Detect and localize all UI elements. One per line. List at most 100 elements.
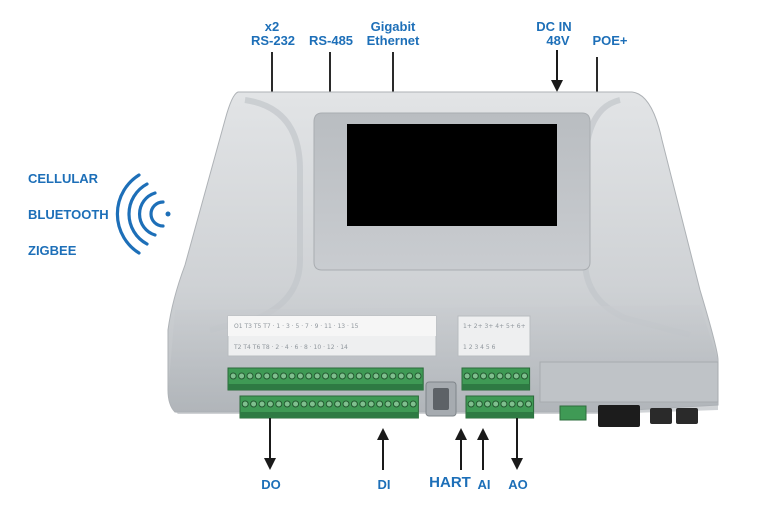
terminal-screw — [397, 372, 405, 380]
ao-label: AO — [508, 477, 528, 492]
terminal-screw — [488, 372, 496, 380]
terminal-screw — [313, 372, 321, 380]
svg-text:T2 T4 T6 T8 · 2 · 4 · 6 · 8 ·: T2 T4 T6 T8 · 2 · 4 · 6 · 8 · 10 · 12 · … — [233, 344, 348, 351]
terminal-screw — [254, 372, 262, 380]
di-label: DI — [377, 477, 391, 492]
digital-terminal-row-top — [227, 367, 424, 391]
terminal-screw — [250, 400, 258, 408]
terminal-screw — [229, 372, 237, 380]
terminal-screw — [334, 400, 342, 408]
terminal-screw — [516, 400, 524, 408]
terminal-screw — [384, 400, 392, 408]
terminal-screw — [322, 372, 330, 380]
ai-label: AI — [477, 477, 491, 492]
do-arrow — [264, 418, 276, 470]
terminal-screw — [521, 372, 528, 380]
terminal-screw — [389, 372, 397, 380]
terminal-screw — [317, 400, 325, 408]
terminal-screw — [359, 400, 367, 408]
terminal-screw — [258, 400, 266, 408]
terminal-screw — [246, 372, 254, 380]
terminal-screw — [463, 372, 471, 380]
terminal-screw — [275, 400, 283, 408]
terminal-screw — [355, 372, 363, 380]
terminal-screw — [263, 372, 271, 380]
ethernet-label-line2: Ethernet — [366, 33, 420, 48]
terminal-screw — [330, 372, 338, 380]
svg-text:1+ 2+ 3+ 4+ 5+ 6+: 1+ 2+ 3+ 4+ 5+ 6+ — [463, 323, 526, 330]
terminal-screw — [471, 372, 479, 380]
terminal-screw — [271, 372, 279, 380]
terminal-screw — [342, 400, 350, 408]
terminal-screw — [500, 400, 508, 408]
power-connectors — [559, 405, 698, 427]
terminal-screw — [484, 400, 491, 408]
dc-in-label-line2: 48V — [546, 33, 570, 48]
lcd-screen — [347, 124, 557, 226]
terminal-screw — [241, 400, 249, 408]
terminal-screw — [508, 400, 516, 408]
bluetooth-label: BLUETOOTH — [28, 207, 109, 222]
dc-in-label-line1: DC IN — [536, 19, 572, 34]
terminal-screw — [406, 372, 414, 380]
terminal-screw — [372, 372, 380, 380]
terminal-screw — [401, 400, 409, 408]
terminal-screw — [350, 400, 358, 408]
analog-terminal-row-bottom — [465, 395, 535, 419]
digital-io-label-plate: O1 T3 T5 T7 · 1 · 3 · 5 · 7 · 9 · 11 · 1… — [227, 315, 437, 357]
terminal-screw — [347, 372, 355, 380]
terminal-screw — [480, 372, 487, 380]
terminal-screw — [525, 400, 532, 408]
terminal-screw — [467, 400, 475, 408]
svg-text:O1 T3 T5 T7 · 1 · 3 · 5 · 7 ·: O1 T3 T5 T7 · 1 · 3 · 5 · 7 · 9 · 11 · 1… — [234, 323, 359, 330]
wireless-waves-icon — [115, 173, 171, 255]
cellular-label: CELLULAR — [28, 171, 99, 186]
analog-terminal-row-top — [461, 367, 531, 391]
do-label: DO — [261, 477, 281, 492]
terminal-screw — [376, 400, 384, 408]
rs232-count-label: x2 — [264, 19, 280, 34]
poe-label: POE+ — [592, 33, 628, 48]
terminal-screw — [296, 372, 304, 380]
terminal-screw — [504, 372, 512, 380]
terminal-screw — [367, 400, 375, 408]
terminal-screw — [380, 372, 388, 380]
terminal-screw — [392, 400, 400, 408]
terminal-screw — [512, 372, 520, 380]
terminal-screw — [338, 372, 346, 380]
terminal-screw — [364, 372, 372, 380]
rs232-label: RS-232 — [250, 33, 296, 48]
top-cables — [271, 52, 598, 92]
terminal-screw — [292, 400, 300, 408]
terminal-screw — [409, 400, 417, 408]
svg-text:1 2 3 4 5 6: 1 2 3 4 5 6 — [463, 344, 496, 351]
terminal-screw — [492, 400, 500, 408]
rs485-label: RS-485 — [308, 33, 354, 48]
zigbee-label: ZIGBEE — [28, 243, 77, 258]
digital-terminal-row-bottom — [239, 395, 419, 419]
hart-label: HART — [429, 474, 471, 491]
ao-arrow — [511, 418, 523, 470]
terminal-screw — [475, 400, 483, 408]
hart-arrow — [455, 428, 467, 470]
terminal-screw — [308, 400, 316, 408]
terminal-screw — [496, 372, 504, 380]
di-arrow — [377, 428, 389, 470]
analog-io-label-plate: 1+ 2+ 3+ 4+ 5+ 6+ 1 2 3 4 5 6 — [457, 315, 531, 357]
terminal-screw — [288, 372, 296, 380]
display — [313, 112, 591, 271]
terminal-screw — [280, 372, 288, 380]
terminal-screw — [325, 400, 333, 408]
ethernet-label-line1: Gigabit — [370, 19, 416, 34]
terminal-screw — [305, 372, 313, 380]
terminal-screw — [300, 400, 308, 408]
ai-arrow — [477, 428, 489, 470]
dc-in-arrow — [551, 50, 563, 92]
terminal-screw — [238, 372, 246, 380]
terminal-blocks — [227, 367, 535, 419]
terminal-screw — [266, 400, 274, 408]
terminal-screw — [414, 372, 422, 380]
hart-connector — [425, 381, 457, 417]
terminal-screw — [283, 400, 291, 408]
